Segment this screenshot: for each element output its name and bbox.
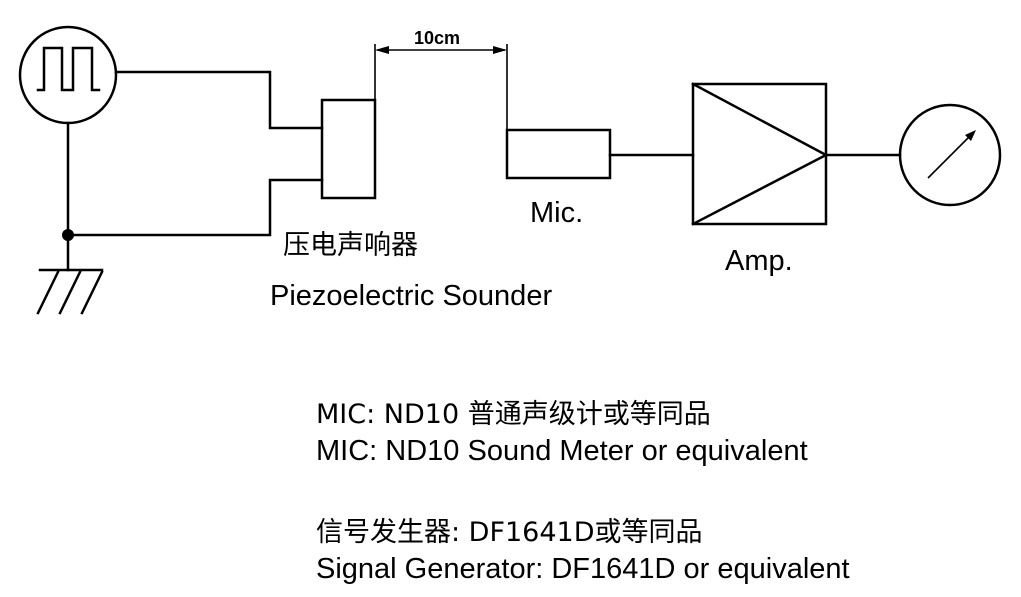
arrowhead-left-icon	[375, 46, 389, 54]
meter-arrow-icon	[927, 130, 976, 179]
ground-slash	[58, 270, 82, 315]
note-generator-en: Signal Generator: DF1641D or equivalent	[316, 553, 850, 585]
note-mic-en: MIC: ND10 Sound Meter or equivalent	[316, 435, 808, 467]
meter	[898, 103, 1002, 207]
note-generator-cn: 信号发生器: DF1641D或等同品	[316, 517, 703, 548]
amp-label: Amp.	[725, 245, 793, 277]
ground-slash	[36, 270, 60, 315]
ground-icon	[36, 268, 104, 315]
mic-label: Mic.	[530, 197, 583, 229]
meter-arrowhead	[965, 130, 976, 141]
signal-generator-circle	[18, 25, 118, 125]
meter-arrow-shaft	[927, 133, 973, 179]
amplifier	[691, 82, 829, 226]
note-mic-cn: MIC: ND10 普通声级计或等同品	[316, 399, 711, 430]
signal-generator	[18, 25, 118, 125]
wire-sounder-to-ground-node	[66, 178, 324, 237]
sounder-label-cn: 压电声响器	[283, 230, 418, 261]
sounder-label-en: Piezoelectric Sounder	[270, 280, 552, 312]
mic-box	[505, 128, 612, 180]
arrowhead-right-icon	[493, 46, 507, 54]
junction-dot	[62, 229, 74, 241]
amplifier-triangle-icon	[691, 82, 829, 226]
distance-dimension: 10cm	[374, 28, 508, 130]
square-wave-icon	[36, 46, 101, 92]
ground-slash	[80, 270, 104, 315]
amp-box	[691, 82, 828, 226]
wire-generator-to-sounder-top	[114, 70, 324, 130]
dimension-label: 10cm	[414, 28, 460, 48]
meter-circle	[898, 103, 1002, 207]
piezo-sounder-box	[320, 98, 377, 200]
